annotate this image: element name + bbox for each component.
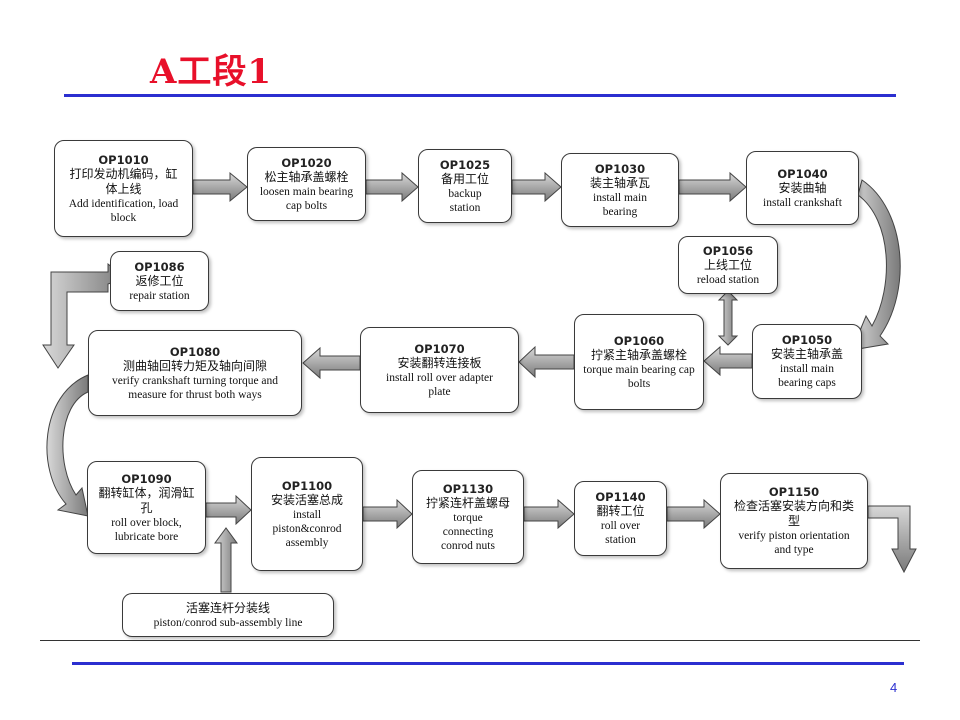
arrow-curve-1040-1050 [851, 179, 901, 351]
station-zh: 返修工位 [135, 273, 184, 288]
arrow-1030-1040 [678, 171, 747, 203]
station-code: OP1100 [281, 478, 333, 493]
station-zh: 上线工位 [703, 257, 752, 272]
station-op1100: OP1100 安装活塞总成 install piston&conrod asse… [251, 457, 363, 571]
station-code: OP1130 [442, 481, 494, 496]
page-title: A工段1 [150, 52, 273, 92]
station-en: install piston&conrod assembly [272, 508, 342, 549]
station-zh: 安装翻转连接板 [397, 355, 482, 370]
station-zh: 备用工位 [440, 171, 489, 186]
station-zh: 安装曲轴 [778, 180, 827, 195]
subline-en: piston/conrod sub-assembly line [153, 616, 303, 629]
station-en: roll over block, lubricate bore [111, 516, 182, 543]
station-op1025: OP1025 备用工位 backup station [418, 149, 512, 223]
station-op1020: OP1020 松主轴承盖螺栓 loosen main bearing cap b… [247, 147, 366, 221]
station-en: install crankshaft [763, 196, 842, 209]
station-op1010: OP1010 打印发动机编码，缸体上线 Add identification, … [54, 140, 193, 237]
station-op1050: OP1050 安装主轴承盖 install main bearing caps [752, 324, 862, 399]
subline-zh: 活塞连杆分装线 [185, 600, 270, 615]
arrow-reload-double [717, 290, 739, 346]
station-op1070: OP1070 安装翻转连接板 install roll over adapter… [360, 327, 519, 413]
arrow-1140-1150 [666, 498, 721, 530]
arrow-1070-1080 [302, 346, 361, 380]
station-en: install roll over adapter plate [386, 371, 493, 398]
page-number: 4 [890, 680, 898, 695]
station-op1080: OP1080 测曲轴回转力矩及轴向间隙 verify crankshaft tu… [88, 330, 302, 416]
station-code: OP1020 [281, 155, 332, 170]
station-en: install main bearing caps [778, 363, 836, 389]
station-en: torque connecting conrod nuts [441, 511, 495, 552]
station-en: Add identification, load block [68, 197, 179, 224]
station-op1130: OP1130 拧紧连杆盖螺母 torque connecting conrod … [412, 470, 524, 564]
station-zh: 翻转缸体，润滑缸孔 [98, 485, 195, 515]
station-op1030: OP1030 装主轴承瓦 install main bearing [561, 153, 679, 227]
station-zh: 检查活塞安装方向和类型 [733, 499, 854, 528]
arrow-1020-1025 [365, 171, 419, 203]
station-code: OP1010 [98, 152, 149, 167]
station-op1060: OP1060 拧紧主轴承盖螺栓 torque main bearing cap … [574, 314, 704, 410]
arrow-repair-elbow [42, 262, 128, 369]
station-code: OP1030 [594, 161, 646, 176]
subassembly-line: 活塞连杆分装线 piston/conrod sub-assembly line [122, 593, 334, 637]
station-code: OP1150 [768, 485, 820, 499]
station-code: OP1080 [169, 344, 221, 359]
station-code: OP1050 [781, 333, 833, 347]
arrow-subline-up [214, 527, 238, 593]
station-code: OP1056 [702, 243, 754, 258]
station-code: OP1090 [121, 471, 172, 486]
station-en: backup station [448, 187, 482, 214]
station-zh: 拧紧主轴承盖螺栓 [590, 347, 687, 362]
arrow-exit [867, 505, 917, 574]
station-zh: 安装主轴承盖 [770, 347, 843, 361]
station-en: reload station [696, 273, 760, 286]
footer-rule [72, 662, 904, 665]
station-en: verify piston orientation and type [738, 530, 850, 556]
station-op1086: OP1086 返修工位 repair station [110, 251, 209, 311]
station-zh: 安装活塞总成 [270, 492, 343, 507]
arrow-1010-1020 [192, 171, 248, 203]
station-code: OP1025 [439, 157, 491, 172]
station-op1040: OP1040 安装曲轴 install crankshaft [746, 151, 859, 225]
arrow-1130-1140 [523, 498, 575, 530]
station-op1150: OP1150 检查活塞安装方向和类型 verify piston orienta… [720, 473, 868, 569]
station-op1140: OP1140 翻转工位 roll over station [574, 481, 667, 556]
arrow-curve-1080-1090 [46, 374, 89, 517]
station-en: install main bearing [593, 191, 647, 218]
station-code: OP1140 [595, 490, 646, 504]
station-zh: 打印发动机编码，缸体上线 [69, 166, 178, 196]
arrow-1060-1070 [518, 345, 575, 379]
arrow-1100-1130 [362, 498, 413, 530]
station-code: OP1086 [134, 259, 185, 274]
station-en: roll over station [600, 520, 641, 546]
station-en: repair station [129, 289, 190, 302]
arrow-1050-1060 [703, 345, 753, 377]
station-en: torque main bearing cap bolts [583, 363, 695, 390]
station-zh: 翻转工位 [596, 504, 645, 518]
arrow-1025-1030 [511, 171, 562, 203]
station-zh: 装主轴承瓦 [589, 175, 650, 190]
station-code: OP1040 [777, 166, 828, 181]
title-underline [64, 94, 896, 97]
station-zh: 测曲轴回转力矩及轴向间隙 [122, 358, 267, 373]
station-code: OP1060 [613, 333, 665, 348]
station-zh: 拧紧连杆盖螺母 [425, 495, 510, 510]
divider-thin [40, 640, 920, 641]
station-op1090: OP1090 翻转缸体，润滑缸孔 roll over block, lubric… [87, 461, 206, 554]
station-en: loosen main bearing cap bolts [259, 185, 354, 212]
station-code: OP1070 [414, 341, 465, 356]
station-op1056: OP1056 上线工位 reload station [678, 236, 778, 294]
station-zh: 松主轴承盖螺栓 [264, 169, 349, 184]
arrow-1090-1100 [205, 494, 252, 526]
station-en: verify crankshaft turning torque and mea… [111, 374, 279, 401]
